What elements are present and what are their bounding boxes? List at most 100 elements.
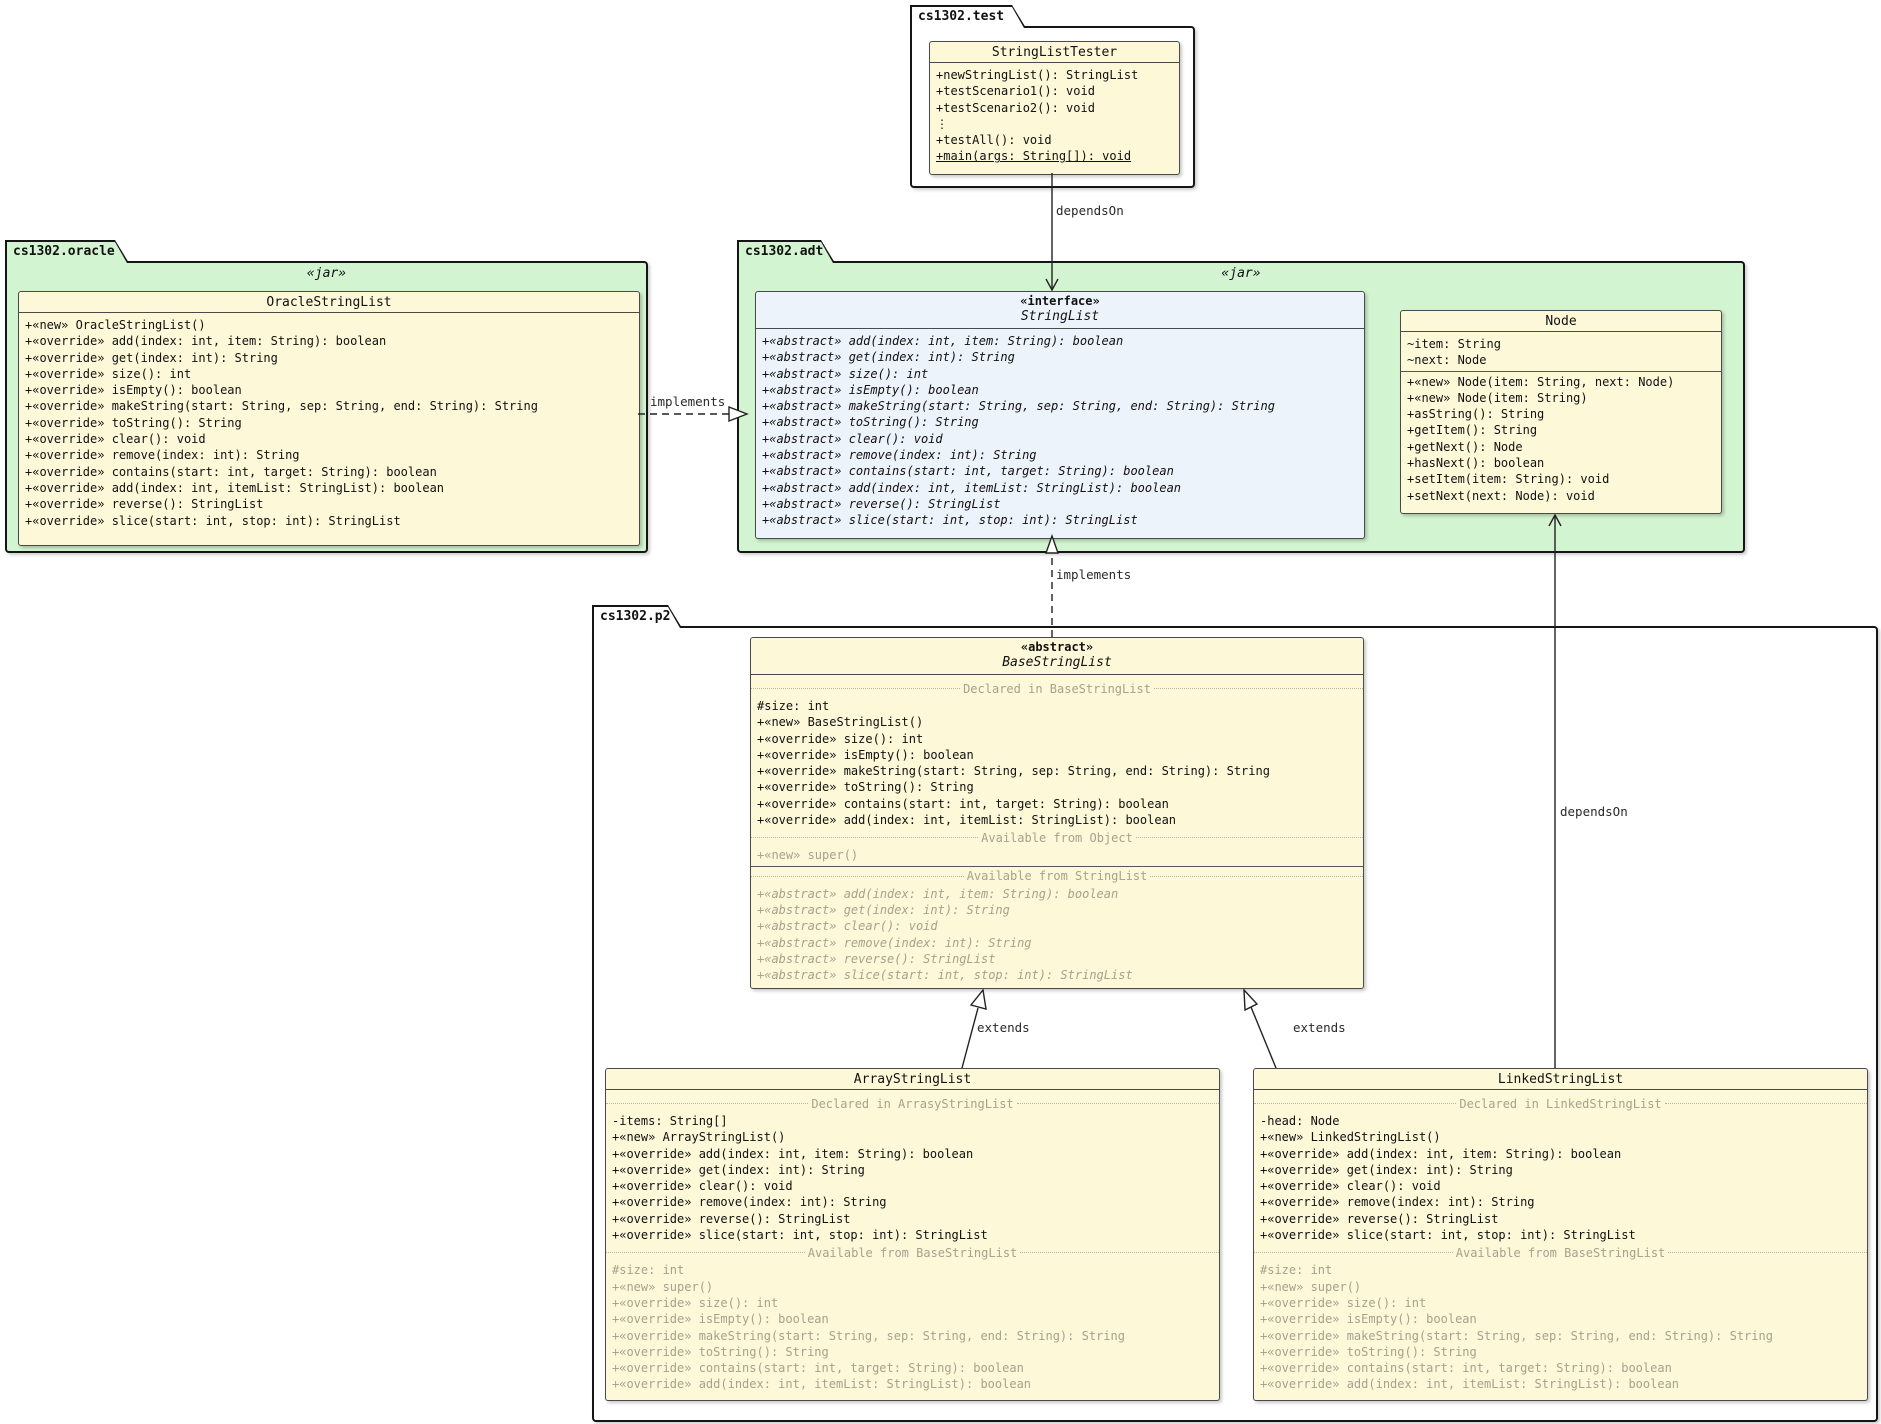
member-line: +«override» makeString(start: String, se… — [757, 764, 1270, 779]
jar-stereotype: «jar» — [1221, 266, 1261, 281]
member-line: +«override» size(): int — [1260, 1295, 1427, 1310]
member-line: +«abstract» get(index: int): String — [762, 350, 1015, 365]
package-name: cs1302.oracle — [7, 242, 127, 263]
member-line: +«override» contains(start: int, target:… — [757, 796, 1169, 811]
member-line: #size: int — [1260, 1263, 1333, 1278]
member-line: +«abstract» add(index: int, item: String… — [762, 334, 1124, 348]
member-line: -head: Node — [1260, 1114, 1340, 1128]
member-line: +«override» add(index: int, item: String… — [25, 334, 387, 349]
member-line: +«abstract» toString(): String — [762, 415, 979, 430]
member-line: ~item: String — [1407, 337, 1501, 351]
member-list: +«new» OracleStringList()+«override» add… — [19, 313, 639, 529]
member-line: +«new» super() — [1260, 1279, 1362, 1294]
member-line: +«new» ArrayStringList() — [612, 1130, 786, 1145]
member-line: +«override» add(index: int, itemList: St… — [757, 813, 1177, 828]
member-line: +asString(): String — [1407, 407, 1545, 422]
member-line: ~next: Node — [1407, 353, 1487, 368]
member-line: +«abstract» slice(start: int, stop: int)… — [757, 968, 1133, 983]
member-line: +«abstract» add(index: int, item: String… — [757, 886, 1119, 901]
member-line: +«override» reverse(): StringList — [25, 497, 264, 512]
class-stringlisttester: StringListTester +newStringList(): Strin… — [929, 41, 1180, 175]
section-separator: Declared in ArrasyStringList — [606, 1096, 1219, 1111]
member-list: ~item: String~next: Node+«new» Node(item… — [1401, 332, 1721, 504]
member-line: +«abstract» slice(start: int, stop: int)… — [762, 513, 1138, 528]
member-line: +«abstract» makeString(start: String, se… — [762, 399, 1275, 414]
member-line: +testAll(): void — [936, 133, 1052, 148]
member-line: +«override» isEmpty(): boolean — [757, 747, 974, 762]
member-line: +«override» contains(start: int, target:… — [612, 1361, 1024, 1376]
member-line: +«new» BaseStringList() — [757, 715, 924, 730]
member-line: +«override» get(index: int): String — [1260, 1162, 1513, 1177]
class-title: Node — [1401, 311, 1721, 332]
member-line: +setItem(item: String): void — [1407, 472, 1610, 487]
member-line: +«new» super() — [612, 1279, 714, 1294]
member-line: +«override» add(index: int, item: String… — [1260, 1146, 1622, 1161]
class-arraystringlist: ArrayStringList Declared in ArrasyString… — [605, 1068, 1220, 1401]
package-tab: cs1302.test — [910, 5, 1026, 28]
member-line: +«override» get(index: int): String — [25, 350, 278, 365]
member-line: +«abstract» clear(): void — [757, 919, 938, 934]
member-line: +«override» isEmpty(): boolean — [1260, 1312, 1477, 1327]
member-list: Declared in BaseStringList #size: int +«ne… — [751, 675, 1363, 983]
member-line: +«override» isEmpty(): boolean — [612, 1312, 829, 1327]
member-line: +«abstract» size(): int — [762, 366, 929, 381]
member-line: +setNext(next: Node): void — [1407, 488, 1595, 503]
package-name: cs1302.test — [912, 7, 1024, 28]
member-line: +«override» contains(start: int, target:… — [1260, 1361, 1672, 1376]
edge-label-dependson: dependsOn — [1560, 804, 1628, 819]
member-line: +«abstract» contains(start: int, target:… — [762, 464, 1174, 479]
member-line: +«override» size(): int — [757, 731, 924, 746]
abstract-stereotype: «abstract» — [1020, 640, 1094, 654]
class-basestringlist: «abstract» BaseStringList Declared in Ba… — [750, 637, 1364, 989]
member-line: +«override» slice(start: int, stop: int)… — [612, 1228, 988, 1243]
member-line: +main(args: String[]): void — [936, 149, 1132, 164]
member-line: +«override» makeString(start: String, se… — [25, 399, 538, 414]
member-line: +«new» super() — [757, 848, 859, 863]
member-line: +«override» toString(): String — [1260, 1344, 1477, 1359]
separator-line — [1401, 370, 1721, 372]
member-line: +«override» clear(): void — [25, 432, 206, 447]
member-line: +«override» slice(start: int, stop: int)… — [1260, 1228, 1636, 1243]
class-node: Node ~item: String~next: Node+«new» Node… — [1400, 310, 1722, 514]
class-header: «interface» StringList — [756, 292, 1364, 329]
member-line: +«override» remove(index: int): String — [612, 1195, 887, 1210]
member-line: +«override» remove(index: int): String — [1260, 1195, 1535, 1210]
class-oraclestringlist: OracleStringList +«new» OracleStringList… — [18, 291, 640, 546]
member-line: +«abstract» reverse(): StringList — [762, 496, 1001, 511]
member-line: +«override» reverse(): StringList — [612, 1211, 851, 1226]
member-line: +«abstract» get(index: int): String — [757, 902, 1010, 917]
separator-line — [751, 865, 1363, 867]
member-line: +getItem(): String — [1407, 423, 1538, 438]
section-separator: Available from BaseStringList — [606, 1245, 1219, 1260]
member-line: +«override» makeString(start: String, se… — [612, 1328, 1125, 1343]
member-line: +testScenario2(): void — [936, 100, 1095, 115]
package-name: cs1302.p2 — [594, 607, 680, 628]
member-line: +«override» contains(start: int, target:… — [25, 464, 437, 479]
member-line: #size: int — [757, 699, 830, 713]
member-line: +newStringList(): StringList — [936, 68, 1139, 82]
member-line: #size: int — [612, 1263, 685, 1278]
member-line: +«override» clear(): void — [612, 1179, 793, 1194]
member-line: +«override» add(index: int, itemList: St… — [1260, 1377, 1680, 1392]
member-list: Declared in ArrasyStringList-items: Stri… — [606, 1090, 1219, 1393]
class-linkedstringlist: LinkedStringList Declared in LinkedStrin… — [1253, 1068, 1868, 1401]
member-line: +«abstract» remove(index: int): String — [757, 935, 1032, 950]
edge-label-implements: implements — [650, 394, 726, 409]
member-line: +«override» slice(start: int, stop: int)… — [25, 513, 401, 528]
member-line: +«override» isEmpty(): boolean — [25, 383, 242, 398]
member-line: +testScenario1(): void — [936, 84, 1095, 99]
member-line: +hasNext(): boolean — [1407, 456, 1545, 471]
class-title: StringListTester — [930, 42, 1179, 63]
member-line: +«override» clear(): void — [1260, 1179, 1441, 1194]
interface-stringlist: «interface» StringList +«abstract» add(i… — [755, 291, 1365, 539]
member-list: +newStringList(): StringList +testScenari… — [930, 63, 1179, 165]
section-separator: Available from Object — [751, 830, 1363, 845]
section-separator: Declared in BaseStringList — [751, 681, 1363, 696]
interface-stereotype: «interface» — [1020, 294, 1100, 308]
member-line: +«abstract» reverse(): StringList — [757, 951, 996, 966]
member-line: +«override» size(): int — [25, 366, 192, 381]
package-tab: cs1302.p2 — [592, 605, 682, 628]
member-line: ⋮ — [936, 116, 948, 131]
member-line: +«override» remove(index: int): String — [25, 448, 300, 463]
member-line: +«override» add(index: int, itemList: St… — [25, 480, 445, 495]
